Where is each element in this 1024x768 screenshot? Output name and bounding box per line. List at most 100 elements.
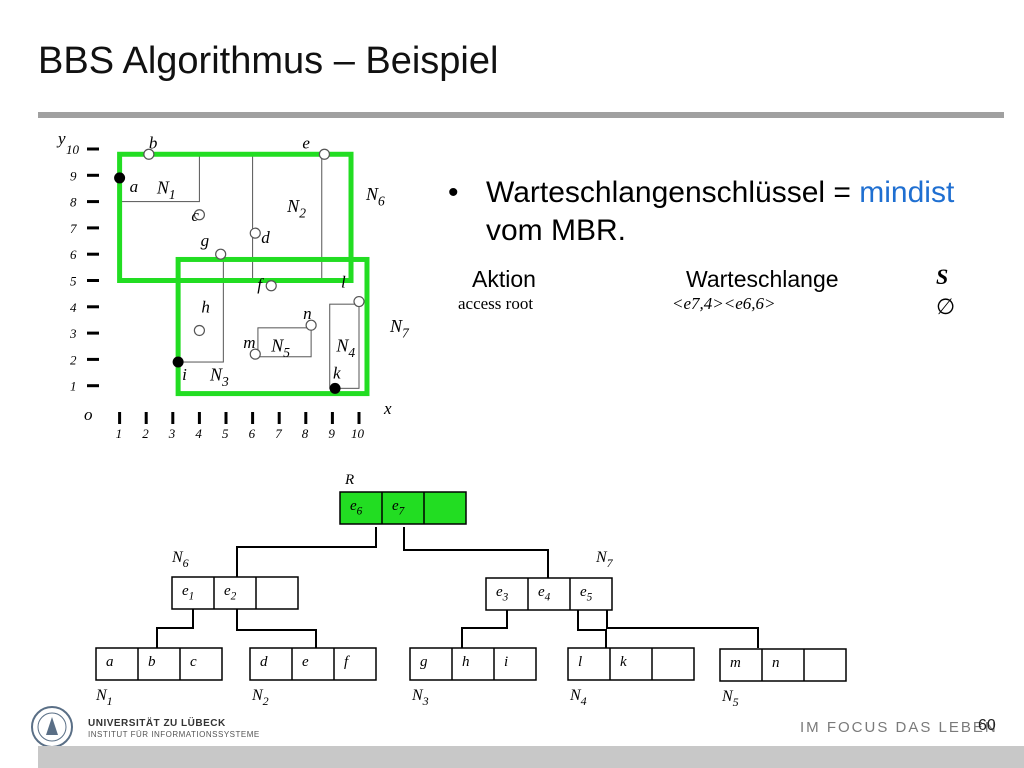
point-c <box>193 209 205 221</box>
edge-root-n7 <box>403 527 549 578</box>
point-label-k: k <box>333 363 341 382</box>
point-a <box>114 172 126 184</box>
leaf-n2-box <box>249 647 377 681</box>
point-b <box>143 148 155 160</box>
leaf-n3-entry-i: i <box>504 654 508 670</box>
node-n6-box <box>171 576 299 610</box>
y-tick-label: 1 <box>70 379 77 394</box>
leaf-n4-entry-k: k <box>620 654 627 670</box>
y-tick-label: 5 <box>70 274 77 289</box>
x-tick-label: 4 <box>195 426 202 441</box>
title-divider <box>38 112 1004 118</box>
bullet-text: Warteschlangenschlüssel = mindist vom MB… <box>486 174 986 250</box>
mbr-label-n2: N2 <box>286 196 306 220</box>
point-label-g: g <box>201 231 210 250</box>
row-action: access root <box>458 294 534 313</box>
leaf-label-n2: N2 <box>251 687 269 708</box>
mbr-label-n7: N7 <box>389 316 410 340</box>
node-n6-entry-e1: e1 <box>182 583 194 603</box>
y-tick-label: 4 <box>70 300 77 315</box>
x-tick-label: 1 <box>116 426 123 441</box>
origin-label: o <box>84 405 93 424</box>
node-n7-entry-e5: e5 <box>580 584 593 604</box>
point-label-d: d <box>261 228 270 247</box>
point-label-c: c <box>191 206 199 225</box>
edge-n6-n1 <box>156 609 194 648</box>
node-label-n7: N7 <box>595 549 614 570</box>
mbr-label-n4: N4 <box>335 336 355 360</box>
point-label-n: n <box>303 304 312 323</box>
leaf-label-n3: N3 <box>411 687 429 708</box>
x-tick-label: 5 <box>222 426 229 441</box>
point-label-f: f <box>257 275 264 294</box>
root-label: R <box>344 472 354 488</box>
point-f <box>265 280 277 292</box>
x-tick-label: 6 <box>249 426 256 441</box>
mbr-n5 <box>257 327 312 358</box>
leaf-n2-entry-f: f <box>344 654 350 670</box>
point-i <box>172 356 184 368</box>
leaf-n2-entry-e: e <box>302 654 309 670</box>
point-e <box>318 148 331 160</box>
node-n7-box <box>485 577 613 611</box>
leaf-n2: d e f <box>249 647 377 681</box>
leaf-label-n5: N5 <box>721 688 739 709</box>
bullet-text-after: vom MBR. <box>486 214 627 247</box>
x-tick-label: 8 <box>302 426 309 441</box>
leaf-n5-box <box>719 648 847 682</box>
leaf-n1-entry-b: b <box>148 654 156 670</box>
x-tick-label: 2 <box>142 426 149 441</box>
row-queue: <e7,4><e6,6> <box>672 294 776 313</box>
point-h <box>193 324 205 337</box>
leaf-n2-entry-d: d <box>260 654 268 670</box>
university-name: UNIVERSITÄT ZU LÜBECK <box>88 718 226 729</box>
node-label-n6: N6 <box>171 549 189 570</box>
point-label-e: e <box>302 133 310 152</box>
bullet-highlight: mindist <box>859 176 955 209</box>
mbr-n4 <box>329 303 360 389</box>
slogan: IM FOCUS DAS LEBEN <box>800 719 998 736</box>
axis-x-label: x <box>383 399 392 418</box>
leaf-n1-box <box>95 647 223 681</box>
root-node-entry-e6: e6 <box>350 498 363 518</box>
mbr-label-n6: N6 <box>365 184 385 208</box>
point-l <box>353 295 365 308</box>
axis-y-label: y <box>56 129 66 148</box>
col-header-queue: Warteschlange <box>686 266 839 292</box>
row-result: ∅ <box>936 294 956 319</box>
col-header-result: S <box>936 264 949 289</box>
page-number: 60 <box>978 717 996 734</box>
edge-n7-n3 <box>461 609 508 648</box>
y-tick-label: 8 <box>70 195 77 210</box>
leaf-n3-entry-g: g <box>420 654 428 670</box>
mbr-label-n3: N3 <box>209 364 229 388</box>
bullet-dot: • <box>448 176 459 209</box>
edge-root-n6 <box>236 527 377 577</box>
point-n <box>305 319 317 331</box>
leaf-n5-entry-n: n <box>772 655 780 671</box>
leaf-n3-box <box>409 647 537 681</box>
col-header-action: Aktion <box>472 266 536 292</box>
point-label-h: h <box>201 297 210 316</box>
x-tick-label: 7 <box>275 426 282 441</box>
point-label-i: i <box>182 365 187 384</box>
leaf-n1-entry-a: a <box>106 654 114 670</box>
node-n7-entry-e4: e4 <box>538 584 551 604</box>
y-tick-label: 3 <box>69 326 77 341</box>
y-tick-label: 6 <box>70 247 77 262</box>
footer-bar <box>38 746 1024 768</box>
mbr-label-n5: N5 <box>270 336 290 360</box>
mbr-n6 <box>117 151 354 283</box>
point-label-a: a <box>130 177 139 196</box>
edge-n7-n4 <box>577 609 607 648</box>
spatial-plot: yxo1122334455667788991010N1N2N3N4N5N6N7a… <box>56 129 410 441</box>
page-title: BBS Algorithmus – Beispiel <box>38 40 499 82</box>
